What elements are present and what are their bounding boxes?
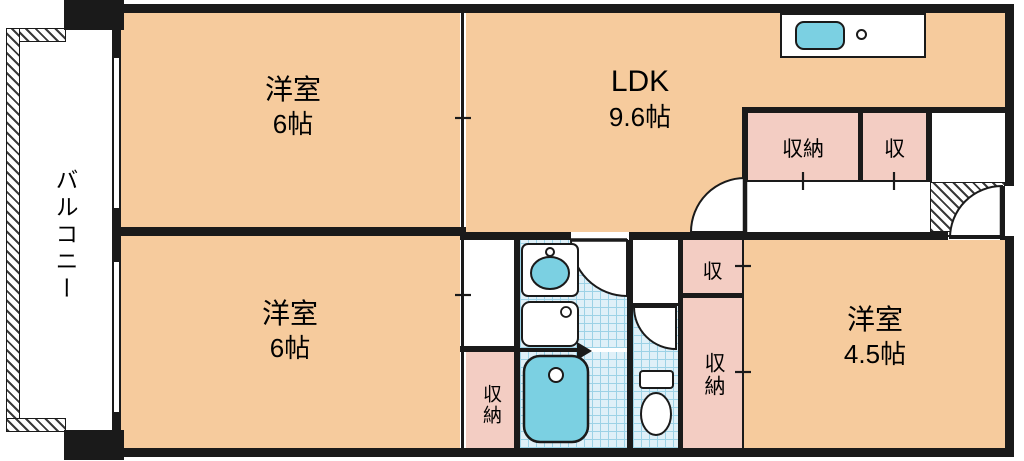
closet-mid-floor [683,240,742,293]
room-size: 6帖 [272,109,314,140]
room-name: 洋室 [264,74,321,105]
entrance-vestibule-floor [932,113,1005,182]
wall-between-bedrooms [121,227,466,236]
bathroom-floor [520,352,627,448]
closet-mid-tall-label: 収納 [702,352,725,398]
bedroom-top-left-label: 洋室 6帖 [198,72,388,142]
partition-center [461,13,464,448]
closet-mid-label: 収 [702,261,723,283]
wall-bath-top-c [1000,232,1005,240]
kitchen-faucet-icon [856,29,867,40]
wall-left-c [112,412,121,457]
balcony-rail-left [6,28,20,432]
balcony-rail-bottom [6,418,66,432]
washroom-floor [520,240,627,348]
closet-hall-small-label: 収 [884,138,905,161]
wall-closet-row-divider [858,113,863,180]
wall-top [112,4,1014,13]
closet-bottom-label: 収納 [480,384,501,426]
wall-bottom [112,448,1014,457]
wall-right-upper [1005,4,1014,186]
wall-bath-left [514,232,520,448]
entrance-tile [930,182,1005,232]
wall-left-b [112,208,121,262]
closet-bottom-floor [466,352,514,448]
window-bedroom-bottom [112,262,121,412]
wall-storage-col-left [678,240,683,448]
kitchen-sink-basin [795,21,845,50]
room-name: 洋室 [846,304,903,335]
window-bedroom-top [112,58,121,208]
wall-closet-row-right [926,113,932,182]
wall-toilet-top-line [633,303,678,306]
balcony-label: バルコニー [52,167,78,303]
bedroom-top-left-floor [121,13,460,227]
closet-row-front-line [748,180,926,182]
closet-hall-floor [748,113,858,180]
closet-hall-label: 収納 [782,138,824,161]
wall-closet-row-left [742,113,748,182]
bedroom-bottom-left-label: 洋室 6帖 [195,296,385,366]
room-name: LDK [610,65,670,98]
bedroom-right-label: 洋室 4.5帖 [775,302,975,372]
bedroom-bottom-left-floor [121,236,460,448]
room-size: 9.6帖 [608,102,672,132]
storage-col-front-line [742,240,744,448]
wall-storage-col-divider [683,293,742,298]
wall-bath-divider [520,348,578,352]
wall-bath-top-b [629,232,948,240]
closet-mid-tall-floor [683,298,742,448]
room-name: 洋室 [261,298,318,329]
wall-left-a [112,4,121,58]
toilet-floor [633,306,678,448]
room-size: 6帖 [269,333,311,364]
bedroom-right-floor [744,240,1005,448]
wall-right-lower [1005,236,1014,457]
ldk-label: LDK 9.6帖 [540,62,740,135]
wall-closet-bottom-top [460,346,520,352]
kitchen-counter [780,13,926,58]
wall-toilet [627,240,633,448]
wall-closet-row-top [742,107,1005,113]
room-size: 4.5帖 [843,339,907,370]
closet-hall-small-floor [863,113,926,180]
